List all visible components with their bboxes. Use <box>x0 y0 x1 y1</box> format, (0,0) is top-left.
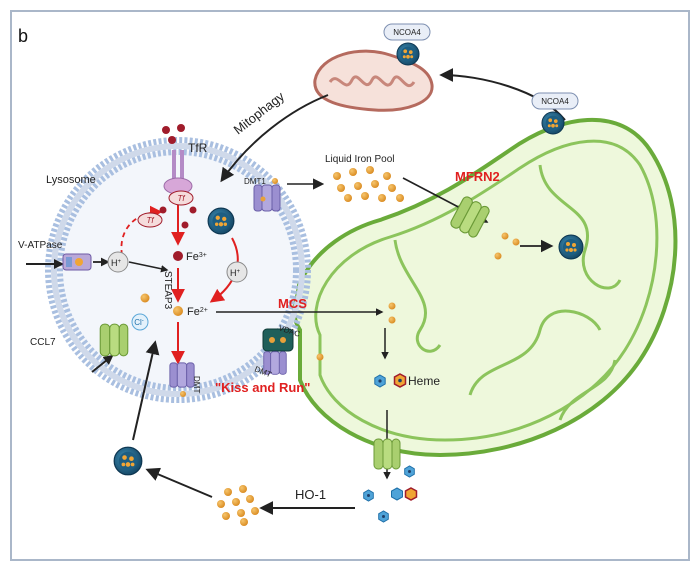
ho1-label: HO-1 <box>295 487 326 502</box>
tfr-receptor <box>162 124 193 195</box>
arrow-h-to-steap3 <box>128 261 169 273</box>
pool-iron-dot-6 <box>354 182 362 190</box>
ncoa4-top-label: NCOA4 <box>393 28 421 37</box>
heme-hex-out-3 <box>391 487 418 501</box>
heme-hex-out-4 <box>378 510 389 523</box>
cluster-iron-dot-7 <box>237 509 245 517</box>
steap3-label: STEAP3 <box>162 271 173 310</box>
pool-iron-dot-9 <box>344 194 352 202</box>
h-plus-2: H+ <box>226 261 248 283</box>
arrow-ferritin-to-lysosome <box>132 340 160 441</box>
h-plus-1: H+ <box>107 251 129 273</box>
pool-iron-dot-4 <box>383 172 391 180</box>
arrow-mito-to-small-mito <box>439 68 566 121</box>
ncoa4-mid: NCOA4 <box>531 92 579 110</box>
cluster-iron-dot-2 <box>239 485 247 493</box>
heme-hex-2 <box>393 373 407 388</box>
fe-dot-2 <box>189 206 197 214</box>
mcs-iron-2 <box>388 316 396 324</box>
ncoa4-mid-label: NCOA4 <box>541 97 569 106</box>
pool-iron-dot-3 <box>366 166 374 174</box>
fe2-dot <box>173 306 183 316</box>
svg-text:Cl-: Cl- <box>134 318 144 327</box>
ferritin-bottom-left <box>113 446 143 476</box>
ccl7-label: CCL7 <box>30 337 56 348</box>
fe-dot-1 <box>159 206 167 214</box>
ferritin-lysosome <box>207 207 235 235</box>
panel-label: b <box>18 26 28 46</box>
ferritin-ncoa4-mid <box>541 111 565 135</box>
chloride-ion: Cl- <box>131 313 149 331</box>
dmt1-iron-dot <box>260 196 266 202</box>
pool-iron-dot-8 <box>388 184 396 192</box>
mitochondrion-small <box>313 49 434 112</box>
heme-hex-1 <box>374 374 386 388</box>
iron-cluster-bottom <box>217 485 259 526</box>
cluster-iron-dot-6 <box>222 512 230 520</box>
vdac-channel <box>262 328 294 352</box>
heme-hex-out-1 <box>404 465 415 478</box>
dmt1-top-label: DMT1 <box>244 177 266 186</box>
fe3-label: Fe3+ <box>186 251 207 263</box>
cluster-iron-dot-8 <box>251 507 259 515</box>
tf-complex-2: Tf <box>137 212 163 228</box>
liquid-iron-pool <box>333 166 404 202</box>
ferritin-mito <box>558 234 584 260</box>
fe-dot-3 <box>181 221 189 229</box>
pool-iron-dot-10 <box>361 192 369 200</box>
v-atpase <box>62 253 92 271</box>
arrow-ccl7 <box>91 354 114 373</box>
fe3-dot <box>173 251 183 261</box>
pool-iron-dot-2 <box>349 168 357 176</box>
kiss-and-run-label: "Kiss and Run" <box>215 380 310 395</box>
tf-label-2: Tf <box>146 216 154 225</box>
arrow-to-ferritin-bottom <box>145 467 213 498</box>
ferritin-ncoa4-top <box>396 42 420 66</box>
dmt-channel-bottom <box>169 362 195 388</box>
pool-iron-dot-11 <box>378 194 386 202</box>
mcs-label: MCS <box>278 296 307 311</box>
mito-iron-loose <box>316 353 324 361</box>
liquid-iron-pool-label: Liquid Iron Pool <box>325 154 395 165</box>
dmt1-exit-iron <box>272 178 278 184</box>
arrow-mitophagy <box>220 94 329 183</box>
ncoa4-top: NCOA4 <box>383 23 431 41</box>
dmt-bottom-label: DMT <box>192 376 201 393</box>
svg-text:H+: H+ <box>230 268 241 278</box>
lysosome-label: Lysosome <box>46 174 96 186</box>
mfrn2-iron-1 <box>501 232 509 240</box>
tf-complex-1: Tf <box>168 190 194 206</box>
heme-hex-out-2 <box>363 489 374 502</box>
svg-text:H+: H+ <box>111 258 122 268</box>
mfrn2-iron-2 <box>512 238 520 246</box>
pool-iron-dot-7 <box>371 180 379 188</box>
pool-iron-dot-1 <box>333 172 341 180</box>
fe-iron-dot-inner <box>140 293 150 303</box>
tf-label-1: Tf <box>177 194 185 203</box>
mcs-iron-1 <box>388 302 396 310</box>
mfrn2-iron-3 <box>494 252 502 260</box>
mfrn2-label: MFRN2 <box>455 169 500 184</box>
tfr-label: TfR <box>188 141 208 155</box>
cluster-iron-dot-9 <box>240 518 248 526</box>
mito-export-channel <box>373 438 401 470</box>
cluster-iron-dot-5 <box>246 495 254 503</box>
pool-iron-dot-12 <box>396 194 404 202</box>
heme-label: Heme <box>408 374 440 388</box>
v-atpase-label: V-ATPase <box>18 240 63 251</box>
mitochondrion-large <box>291 118 678 458</box>
dmt1-channel-top <box>253 184 281 212</box>
pool-iron-dot-5 <box>337 184 345 192</box>
dmt-exit-iron <box>180 391 186 397</box>
cluster-iron-dot-3 <box>217 500 225 508</box>
ccl7-channel <box>99 323 129 357</box>
cluster-iron-dot-1 <box>224 488 232 496</box>
cluster-iron-dot-4 <box>232 498 240 506</box>
fe2-label: Fe2+ <box>187 306 208 318</box>
